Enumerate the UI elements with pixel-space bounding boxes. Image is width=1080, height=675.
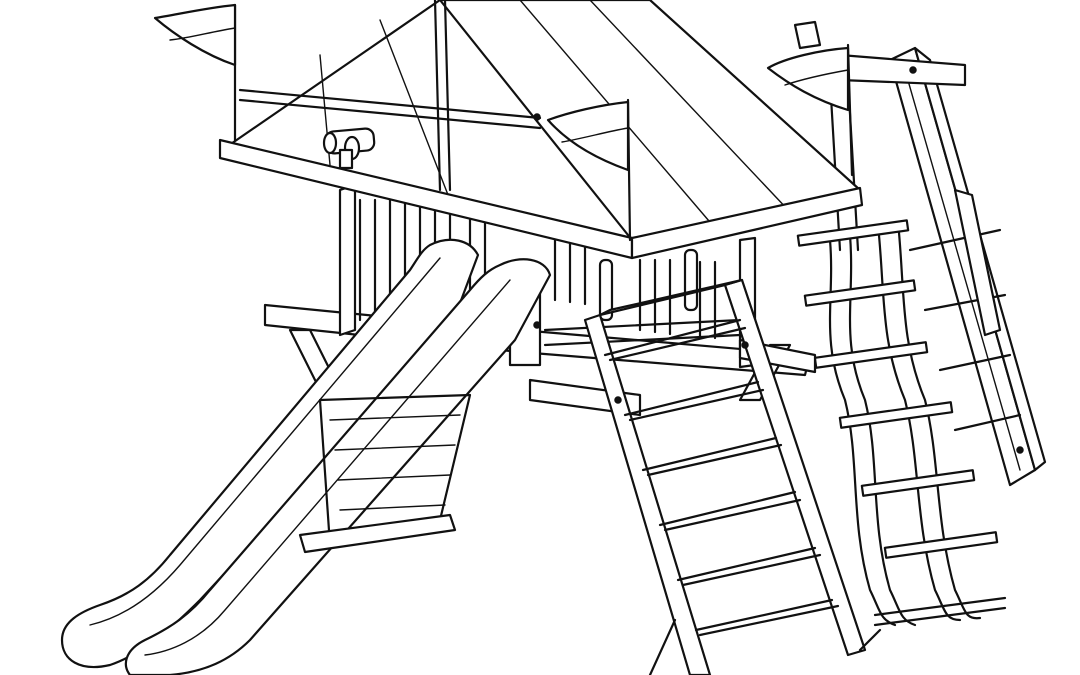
rock-wall-icon: [793, 20, 1047, 487]
slide-icon: [60, 238, 552, 675]
rope-ladder-icon: [796, 219, 1007, 627]
telescope-icon: [322, 127, 376, 170]
bolt-details: [533, 66, 1024, 454]
ramp-ladder-icon: [583, 278, 882, 675]
roof-canopy-icon: [218, 0, 864, 260]
flag-icon: [766, 43, 854, 177]
flag-icon: [153, 3, 632, 242]
